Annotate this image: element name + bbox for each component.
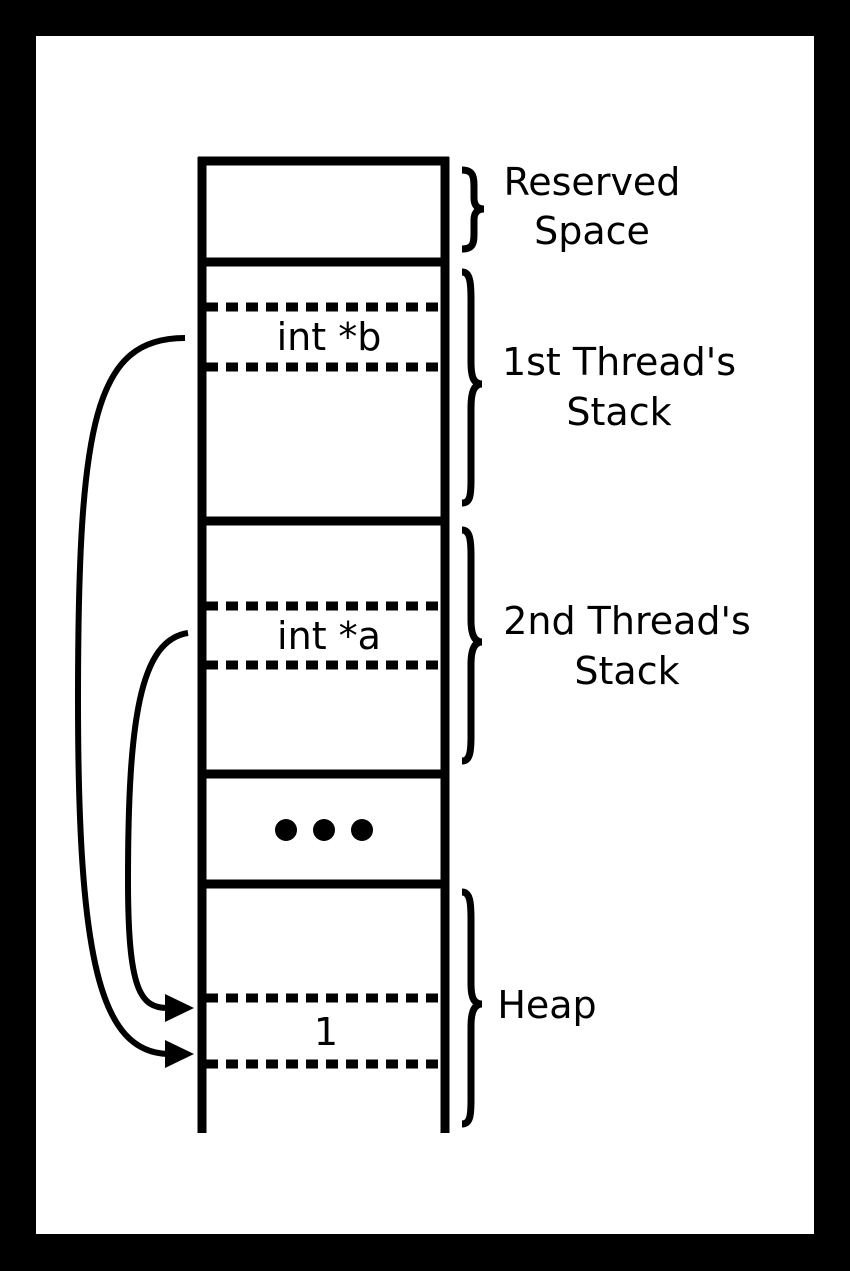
- memory-layout-diagram: int *b int *a 1 ••• Reserved Space: [74, 156, 751, 1133]
- thread2-label-line2: Stack: [574, 649, 679, 693]
- pointer-arrowhead-a: [165, 994, 194, 1022]
- thread1-label-line2: Stack: [566, 390, 671, 434]
- brace-thread2: [461, 526, 483, 765]
- heap-label: Heap: [497, 983, 596, 1027]
- thread1-label-line1: 1st Thread's: [502, 340, 736, 384]
- pointer-arrowhead-b: [165, 1040, 194, 1068]
- brace-reserved: [461, 166, 485, 253]
- pointer-arrow-a: [124, 630, 189, 1011]
- heap-value-label: 1: [314, 1010, 338, 1054]
- reserved-label-line1: Reserved: [504, 160, 681, 204]
- thread2-label-line1: 2nd Thread's: [503, 599, 751, 643]
- pointer-arrow-b: [74, 335, 186, 1057]
- ellipsis-icon: [275, 819, 373, 841]
- reserved-label-line2: Space: [534, 209, 650, 253]
- thread1-variable-label: int *b: [277, 315, 382, 359]
- brace-heap: [461, 888, 483, 1128]
- diagram-canvas: int *b int *a 1 ••• Reserved Space: [36, 36, 814, 1234]
- brace-thread1: [461, 268, 483, 507]
- thread2-variable-label: int *a: [277, 614, 381, 658]
